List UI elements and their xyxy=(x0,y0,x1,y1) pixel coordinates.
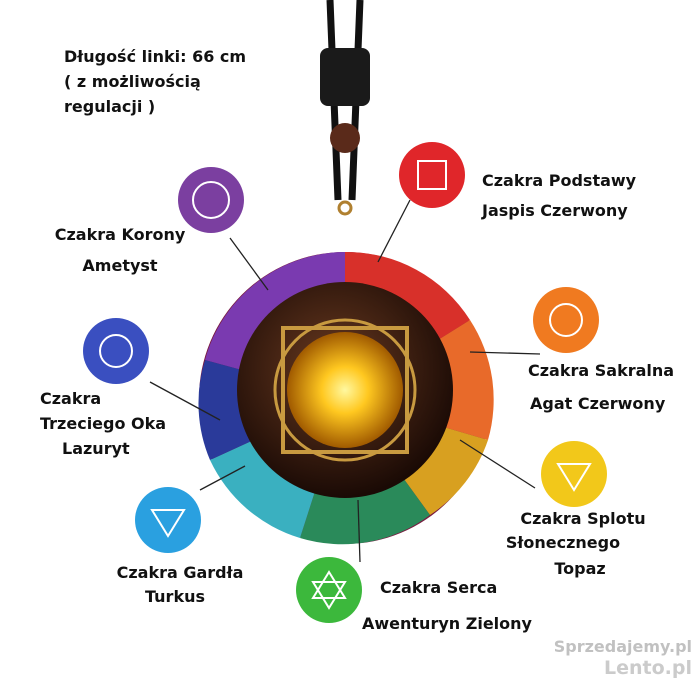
throat-chakra-icon xyxy=(135,487,201,553)
chakra-label: Czakra Splotu xyxy=(520,509,646,528)
chakra-label-2: Trzeciego Oka xyxy=(40,414,167,433)
chakra-symbols xyxy=(83,142,607,623)
cord-adjust-text-2: regulacji ) xyxy=(64,97,156,116)
chakra-label: Czakra Serca xyxy=(380,578,498,597)
stone-label: Agat Czerwony xyxy=(530,394,666,413)
cord xyxy=(320,0,370,216)
pendant-orb xyxy=(198,251,494,545)
stone-label: Turkus xyxy=(145,587,205,606)
crown-chakra-icon xyxy=(178,167,244,233)
watermark-lento: Lento.pl xyxy=(604,657,692,679)
cord-length-text: Długość linki: 66 cm xyxy=(64,47,247,66)
solar-plexus-chakra-icon xyxy=(541,441,607,507)
stone-label: Awenturyn Zielony xyxy=(362,614,532,633)
stone-label: Topaz xyxy=(554,559,606,578)
stone-label: Lazuryt xyxy=(62,439,130,458)
heart-chakra-icon xyxy=(296,557,362,623)
chakra-label: Czakra Sakralna xyxy=(528,361,675,380)
root-chakra-icon xyxy=(399,142,465,208)
pointer-lines xyxy=(149,199,541,563)
stone-label: Ametyst xyxy=(82,256,158,275)
watermark-sprzedajemy: Sprzedajemy.pl xyxy=(553,637,692,656)
stone-label: Jaspis Czerwony xyxy=(482,201,628,220)
chakra-label: Czakra Korony xyxy=(54,225,186,244)
chakra-label-2: Słonecznego xyxy=(505,533,621,552)
third-eye-chakra-icon xyxy=(83,318,149,384)
cord-adjust-text: ( z możliwością xyxy=(64,72,201,91)
chakra-label: Czakra Gardła xyxy=(116,563,244,582)
sacral-chakra-icon xyxy=(533,287,599,353)
chakra-label: Czakra xyxy=(40,389,102,408)
chakra-label: Czakra Podstawy xyxy=(482,171,637,190)
